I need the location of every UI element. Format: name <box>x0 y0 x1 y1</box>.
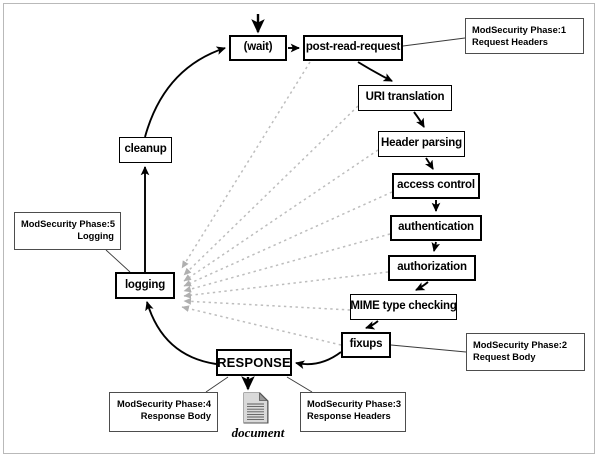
dashed-authorization-to-logging <box>183 271 389 299</box>
node-header-parsing-label: Header parsing <box>381 137 462 150</box>
dashed-fixups-to-logging <box>181 305 342 346</box>
annotation-phase-1-line-2: Request Headers <box>472 37 548 48</box>
edge-fixups-to-response <box>295 351 342 369</box>
annotation-modsecurity-phase-5: ModSecurity Phase:5 Logging <box>14 212 121 250</box>
node-fixups-label: fixups <box>349 338 383 351</box>
annotation-phase-4-line-2: Response Body <box>140 411 211 422</box>
edge-mime-checking-to-fixups <box>365 320 379 330</box>
node-authorization-label: authorization <box>397 261 467 274</box>
node-wait-label: (wait) <box>243 41 273 54</box>
edge-authentication-to-authorization <box>431 241 441 252</box>
annotation-phase-2-line-2: Request Body <box>473 352 536 363</box>
dashed-access-control-to-logging <box>183 191 393 287</box>
leader-phase3 <box>286 376 313 393</box>
annotation-phase-3-line-1: ModSecurity Phase:3 <box>307 399 402 409</box>
annotation-modsecurity-phase-2: ModSecurity Phase:2 Request Body <box>466 333 585 371</box>
annotation-phase-5-line-1: ModSecurity Phase:5 <box>21 219 116 229</box>
node-authentication[interactable]: authentication <box>390 215 482 241</box>
node-response-label: RESPONSE <box>217 355 291 370</box>
edge-header-parsing-to-access-control <box>425 157 434 170</box>
document-page-icon <box>243 392 269 424</box>
annotation-phase-5-line-2: Logging <box>77 231 114 242</box>
node-post-read-request-label: post-read-request <box>305 41 401 54</box>
node-mime-type-checking-label: MIME type checking <box>350 300 457 313</box>
annotation-modsecurity-phase-1: ModSecurity Phase:1 Request Headers <box>465 18 584 54</box>
node-access-control-label: access control <box>397 179 475 192</box>
annotation-modsecurity-phase-4: ModSecurity Phase:4 Response Body <box>109 392 218 432</box>
annotation-leader-lines <box>105 37 467 393</box>
dashed-mime-checking-to-logging <box>183 297 351 311</box>
edge-response-to-logging <box>145 301 217 365</box>
edge-uri-translation-to-header-parsing <box>413 111 425 128</box>
annotation-phase-4-line-1: ModSecurity Phase:4 <box>116 399 211 409</box>
leader-phase1 <box>402 37 466 47</box>
leader-phase5 <box>105 249 131 273</box>
node-logging-label: logging <box>124 278 166 291</box>
node-uri-translation-label: URI translation <box>365 91 445 104</box>
node-mime-type-checking[interactable]: MIME type checking <box>350 294 457 320</box>
document-caption: document <box>231 425 285 440</box>
node-wait[interactable]: (wait) <box>229 35 287 61</box>
dashed-authentication-to-logging <box>183 233 391 293</box>
annotation-modsecurity-phase-3: ModSecurity Phase:3 Response Headers <box>300 392 406 432</box>
annotation-phase-1-line-1: ModSecurity Phase:1 <box>472 25 567 35</box>
annotation-phase-3-line-2: Response Headers <box>307 411 391 422</box>
dashed-header-parsing-to-logging <box>183 149 379 282</box>
node-uri-translation[interactable]: URI translation <box>358 85 452 111</box>
leader-phase2 <box>390 344 467 353</box>
flow-edges <box>140 14 441 391</box>
node-fixups[interactable]: fixups <box>341 332 391 358</box>
leader-phase4 <box>205 376 229 393</box>
edge-post-read-to-uri-translation <box>357 61 393 82</box>
node-response[interactable]: RESPONSE <box>216 349 292 376</box>
edge-authorization-to-mime-checking <box>415 281 429 291</box>
node-authentication-label: authentication <box>398 221 474 234</box>
node-cleanup-label: cleanup <box>124 143 167 156</box>
edge-cleanup-to-wait <box>144 46 226 138</box>
annotation-phase-2-line-1: ModSecurity Phase:2 <box>473 340 568 350</box>
node-cleanup[interactable]: cleanup <box>119 137 172 163</box>
logging-dashed-edges <box>181 61 393 346</box>
node-logging[interactable]: logging <box>115 272 175 299</box>
node-access-control[interactable]: access control <box>392 173 480 199</box>
node-authorization[interactable]: authorization <box>388 255 476 281</box>
node-header-parsing[interactable]: Header parsing <box>378 131 465 157</box>
node-post-read-request[interactable]: post-read-request <box>303 35 403 61</box>
